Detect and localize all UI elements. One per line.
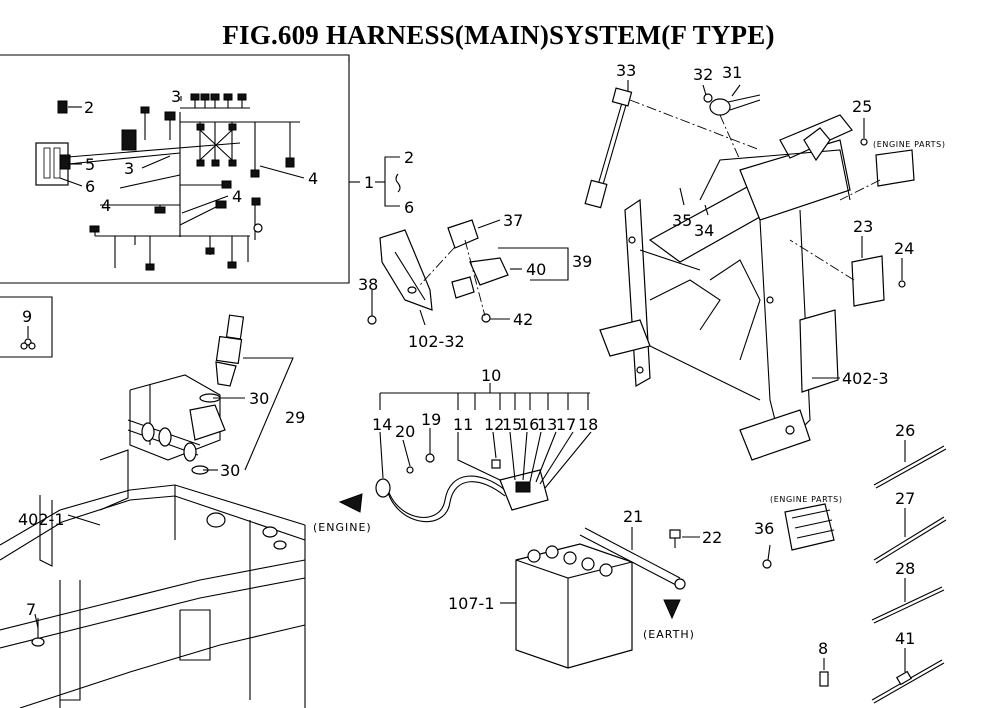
battery-107-1	[500, 527, 700, 669]
callout-3-top: 3	[171, 87, 181, 106]
callout-26: 26	[895, 421, 915, 440]
callout-18: 18	[578, 415, 598, 434]
callout-31: 31	[722, 63, 742, 82]
callout-21: 21	[623, 507, 643, 526]
callout-6-range: 6	[404, 198, 414, 217]
callout-12: 12	[484, 415, 504, 434]
callout-17: 17	[556, 415, 576, 434]
callout-33: 33	[616, 61, 636, 80]
cable-ties	[762, 440, 947, 704]
battery-cable-group	[338, 383, 592, 523]
callout-11: 11	[453, 415, 473, 434]
callout-29: 29	[285, 408, 305, 427]
callout-36: 36	[754, 519, 774, 538]
callout-15: 15	[502, 415, 522, 434]
callout-4-right: 4	[308, 169, 318, 188]
callout-28: 28	[895, 559, 915, 578]
callout-41: 41	[895, 629, 915, 648]
note-engine-parts-top: (ENGINE PARTS)	[873, 140, 946, 149]
callout-37: 37	[503, 211, 523, 230]
callout-34: 34	[694, 221, 714, 240]
callout-402-3: 402-3	[842, 369, 889, 388]
callout-16: 16	[519, 415, 539, 434]
callout-402-1: 402-1	[18, 510, 65, 529]
callout-4-left: 4	[101, 196, 111, 215]
callout-13: 13	[537, 415, 557, 434]
bracket-1	[349, 156, 401, 207]
callout-14: 14	[372, 415, 392, 434]
callout-7: 7	[26, 600, 36, 619]
note-engine: (ENGINE)	[313, 521, 372, 534]
callout-20: 20	[395, 422, 415, 441]
callout-24: 24	[894, 239, 914, 258]
callout-38: 38	[358, 275, 378, 294]
callout-27: 27	[895, 489, 915, 508]
callout-19: 19	[421, 410, 441, 429]
harness-inset	[0, 54, 350, 284]
callout-30-bottom: 30	[220, 461, 240, 480]
callout-3-mid: 3	[124, 159, 134, 178]
callout-5: 5	[85, 155, 95, 174]
callout-22: 22	[702, 528, 722, 547]
callout-40: 40	[526, 260, 546, 279]
callout-25: 25	[852, 97, 872, 116]
callout-42: 42	[513, 310, 533, 329]
callout-6: 6	[85, 177, 95, 196]
callout-2-range: 2	[404, 148, 414, 167]
note-earth: (EARTH)	[643, 628, 695, 641]
callout-23: 23	[853, 217, 873, 236]
callout-107-1: 107-1	[448, 594, 495, 613]
figure-title: FIG.609 HARNESS(MAIN)SYSTEM(F TYPE)	[222, 20, 775, 50]
callout-30-top: 30	[249, 389, 269, 408]
relay-group	[367, 219, 569, 326]
frame-402-1	[0, 314, 306, 708]
inset-9	[0, 296, 53, 358]
callout-8: 8	[818, 639, 828, 658]
note-engine-parts-mid: (ENGINE PARTS)	[770, 495, 843, 504]
callout-102-32: 102-32	[408, 332, 465, 351]
callout-9: 9	[22, 307, 32, 326]
callout-2: 2	[84, 98, 94, 117]
callout-10: 10	[481, 366, 501, 385]
frame-402-3	[584, 80, 915, 461]
callout-1: 1	[364, 173, 374, 192]
callout-35: 35	[672, 211, 692, 230]
callout-39: 39	[572, 252, 592, 271]
callout-4-center: 4	[232, 187, 242, 206]
callout-32: 32	[693, 65, 713, 84]
